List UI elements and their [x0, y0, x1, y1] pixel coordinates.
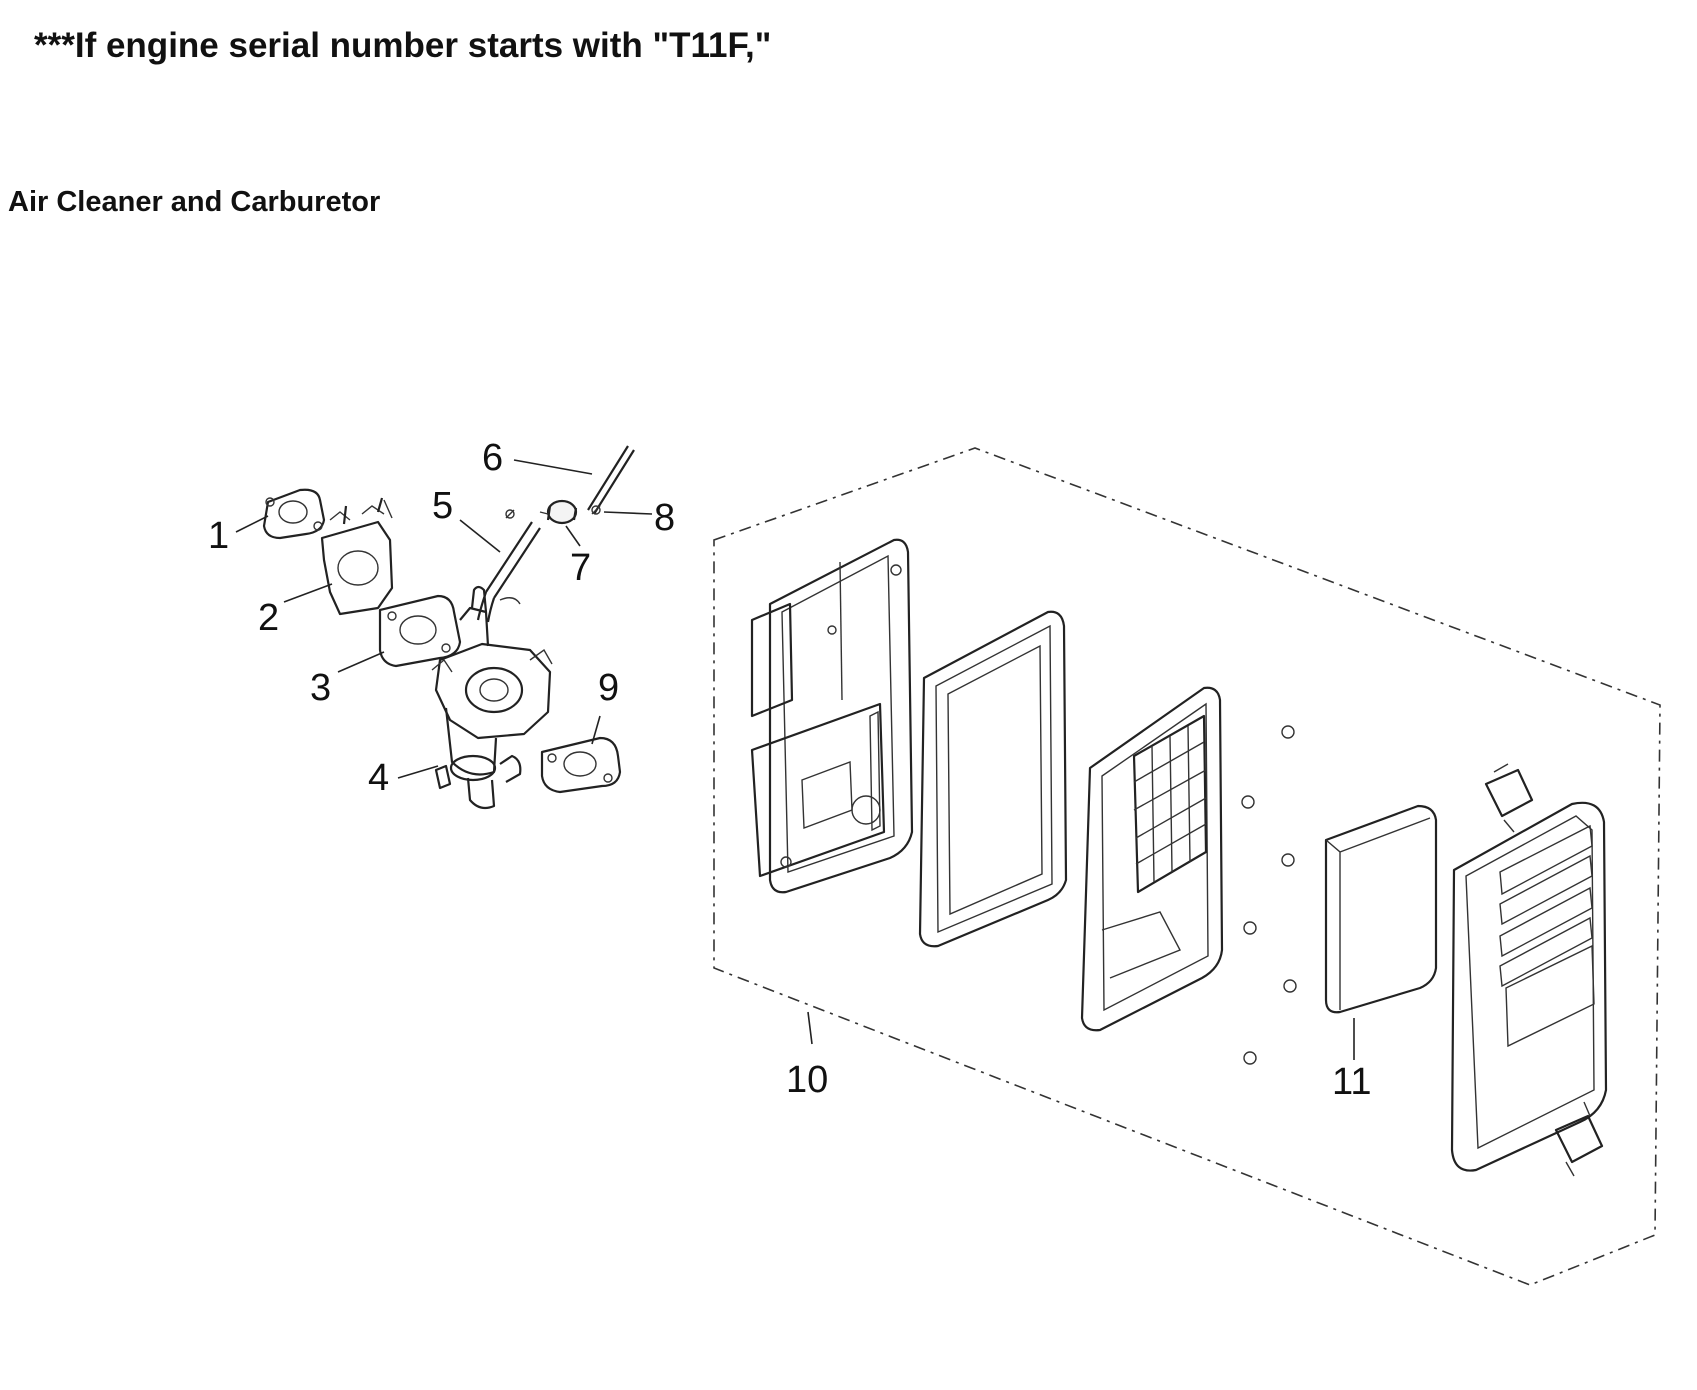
serial-number-notice: ***If engine serial number starts with "… — [34, 26, 772, 65]
air-cleaner-seal-frame — [918, 610, 1068, 948]
section-title: Air Cleaner and Carburetor — [8, 186, 381, 218]
mounting-nuts — [1241, 725, 1297, 1065]
callout-8: 8 — [654, 497, 675, 539]
part-6-fuel-line — [587, 445, 635, 515]
air-cleaner-cover — [1450, 763, 1608, 1177]
part-1-gasket — [262, 488, 326, 540]
callout-6: 6 — [482, 437, 503, 479]
callout-leaders — [235, 459, 1355, 1060]
part-5-breather-tube — [476, 509, 541, 623]
callout-7: 7 — [570, 547, 591, 589]
part-8-clamp — [591, 505, 601, 515]
callout-9: 9 — [598, 667, 619, 709]
air-cleaner-base — [750, 538, 914, 894]
part-4-carburetor — [431, 585, 553, 810]
callout-2: 2 — [258, 597, 279, 639]
part-3-gasket — [378, 594, 462, 668]
part-7-fuel-filter — [539, 499, 578, 525]
part-11-filter-element — [1324, 804, 1438, 1014]
part-2-insulator — [320, 497, 394, 616]
callout-5: 5 — [432, 485, 453, 527]
callout-10: 10 — [786, 1059, 828, 1101]
callout-1: 1 — [208, 515, 229, 557]
element-holder — [1080, 686, 1224, 1032]
air-cleaner-assembly-boundary — [713, 447, 1661, 1286]
callout-3: 3 — [310, 667, 331, 709]
callout-4: 4 — [368, 757, 389, 799]
callout-11: 11 — [1332, 1061, 1371, 1103]
part-9-gasket — [540, 736, 622, 794]
